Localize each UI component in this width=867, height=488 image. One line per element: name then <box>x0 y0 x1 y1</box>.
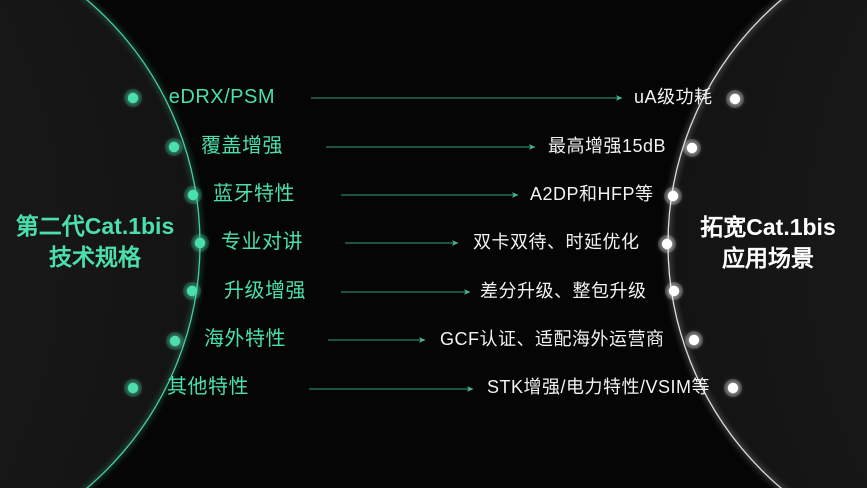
right-title-line2: 应用场景 <box>721 245 814 271</box>
right-node-5[interactable] <box>668 285 680 297</box>
left-feature-label-1: eDRX/PSM <box>168 86 275 108</box>
right-benefit-label-1: uA级功耗 <box>634 87 713 107</box>
arrow-layer <box>309 95 623 392</box>
right-node-layer <box>658 90 744 397</box>
right-benefit-label-3: A2DP和HFP等 <box>530 184 654 204</box>
left-feature-label-7: 其他特性 <box>167 376 249 398</box>
left-node-4[interactable] <box>194 237 206 249</box>
right-cluster-title: 拓宽Cat.1bis 应用场景 <box>700 212 835 274</box>
left-title-line2: 技术规格 <box>48 244 141 270</box>
left-node-2[interactable] <box>168 141 180 153</box>
left-feature-label-6: 海外特性 <box>204 328 286 350</box>
left-feature-label-4: 专业对讲 <box>221 231 303 253</box>
left-cluster-title: 第二代Cat.1bis 技术规格 <box>16 211 174 273</box>
right-benefit-label-6: GCF认证、适配海外运营商 <box>440 329 665 349</box>
right-node-4[interactable] <box>661 238 673 250</box>
right-benefit-label-4: 双卡双待、时延优化 <box>473 232 640 252</box>
right-title-line1: 拓宽Cat.1bis <box>700 213 836 240</box>
right-node-1[interactable] <box>729 93 741 105</box>
left-feature-label-3: 蓝牙特性 <box>213 183 295 205</box>
left-node-3[interactable] <box>187 189 199 201</box>
left-title-line1: 第二代Cat.1bis <box>15 212 175 239</box>
right-benefit-label-2: 最高增强15dB <box>548 136 667 156</box>
left-node-6[interactable] <box>169 335 181 347</box>
left-node-1[interactable] <box>127 92 139 104</box>
right-node-2[interactable] <box>686 142 698 154</box>
right-node-3[interactable] <box>667 190 679 202</box>
left-feature-label-5: 升级增强 <box>224 280 306 302</box>
left-node-5[interactable] <box>186 285 198 297</box>
left-feature-label-2: 覆盖增强 <box>201 135 283 157</box>
right-benefit-label-7: STK增强/电力特性/VSIM等 <box>487 377 711 397</box>
right-node-7[interactable] <box>727 382 739 394</box>
left-node-7[interactable] <box>127 382 139 394</box>
right-node-6[interactable] <box>688 334 700 346</box>
right-benefit-label-5: 差分升级、整包升级 <box>480 281 647 301</box>
left-node-layer <box>124 89 209 397</box>
